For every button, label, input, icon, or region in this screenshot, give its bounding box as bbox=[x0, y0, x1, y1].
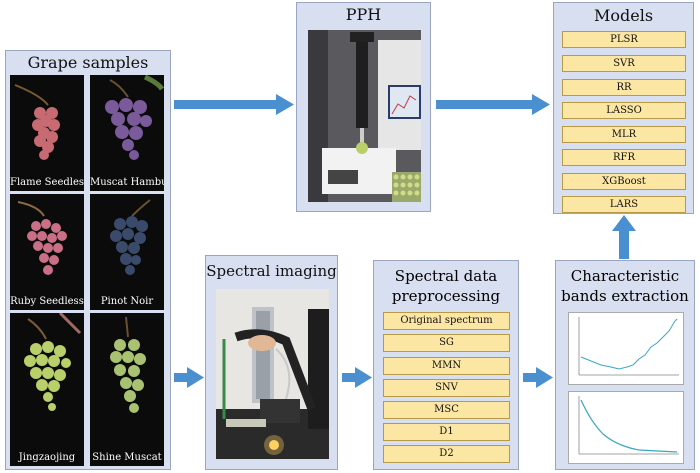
preprocessing-title-line1: Spectral data bbox=[394, 267, 498, 285]
arrow-pph-to-models bbox=[436, 94, 550, 115]
grape-cluster-image bbox=[105, 75, 164, 160]
models-title: Models bbox=[593, 6, 654, 25]
model-svr: SVR bbox=[562, 55, 686, 72]
spectral-imaging-title: Spectral imaging bbox=[206, 262, 337, 280]
grape-cluster-image bbox=[14, 84, 60, 160]
texture-analyzer-image bbox=[308, 30, 421, 202]
grape-photo-shine-muscat: Shine Muscat bbox=[90, 313, 164, 466]
grape-photo-flame-seedless: Flame Seedless bbox=[10, 75, 84, 191]
bands-title-line2: bands extraction bbox=[561, 287, 689, 305]
grape-photo-pinot-noir: Pinot Noir bbox=[90, 194, 164, 310]
grape-label: Shine Muscat bbox=[92, 452, 162, 463]
prep-mmn: MMN bbox=[383, 357, 510, 375]
arrow-bands-to-models bbox=[612, 215, 636, 259]
band-selection-curve-1 bbox=[578, 317, 679, 376]
model-lars: LARS bbox=[562, 196, 686, 213]
model-xgboost: XGBoost bbox=[562, 173, 686, 190]
arrow-imaging-to-preprocessing bbox=[342, 367, 372, 388]
grape-cluster-image bbox=[110, 199, 151, 275]
grape-photo-ruby-seedless: Ruby Seedless bbox=[10, 194, 84, 310]
prep-original-spectrum: Original spectrum bbox=[383, 312, 510, 330]
grape-photo-muscat-hamburg: Muscat Hamburg bbox=[90, 75, 164, 191]
prep-msc: MSC bbox=[383, 401, 510, 419]
bands-extraction-panel: Characteristic bands extraction bbox=[555, 260, 695, 470]
band-selection-plot-2 bbox=[568, 391, 684, 464]
grape-cluster-image bbox=[110, 316, 146, 413]
prep-d1: D1 bbox=[383, 423, 510, 441]
grape-label: Muscat Hamburg bbox=[90, 177, 164, 188]
spectral-imaging-photo bbox=[216, 289, 329, 459]
arrow-preprocessing-to-bands bbox=[523, 367, 553, 388]
prep-d2: D2 bbox=[383, 445, 510, 463]
pph-title: PPH bbox=[345, 5, 382, 24]
prep-snv: SNV bbox=[383, 379, 510, 397]
bands-title-line1: Characteristic bbox=[570, 267, 680, 285]
grape-label: Flame Seedless bbox=[10, 177, 84, 188]
model-rfr: RFR bbox=[562, 149, 686, 166]
grape-cluster-image bbox=[17, 201, 67, 275]
grape-samples-title: Grape samples bbox=[27, 53, 149, 72]
arrow-grapes-to-pph bbox=[174, 94, 294, 115]
pph-instrument-photo bbox=[308, 30, 421, 202]
hyperspectral-camera-image bbox=[216, 289, 329, 459]
model-mlr: MLR bbox=[562, 126, 686, 143]
spectral-imaging-panel: Spectral imaging bbox=[205, 255, 338, 470]
models-panel: Models PLSR SVR RR LASSO MLR RFR XGBoost… bbox=[553, 2, 694, 214]
grape-label: Jingzaojing bbox=[18, 452, 76, 463]
arrow-grapes-to-imaging bbox=[174, 367, 204, 388]
model-rr: RR bbox=[562, 79, 686, 96]
band-selection-curve-2 bbox=[578, 396, 679, 455]
preprocessing-panel: Spectral data preprocessing Original spe… bbox=[373, 260, 519, 470]
band-selection-plot-1 bbox=[568, 312, 684, 385]
model-plsr: PLSR bbox=[562, 31, 686, 48]
model-lasso: LASSO bbox=[562, 102, 686, 119]
grape-cluster-image bbox=[24, 313, 82, 411]
pph-panel: PPH bbox=[296, 2, 431, 212]
grape-label: Pinot Noir bbox=[100, 296, 154, 307]
grape-samples-panel: Grape samples Flame Seedless Muscat Hamb bbox=[5, 50, 171, 470]
grape-photo-jingzaojing: Jingzaojing bbox=[10, 313, 84, 466]
grape-label: Ruby Seedless bbox=[10, 296, 84, 307]
preprocessing-title-line2: preprocessing bbox=[391, 287, 501, 305]
prep-sg: SG bbox=[383, 334, 510, 352]
